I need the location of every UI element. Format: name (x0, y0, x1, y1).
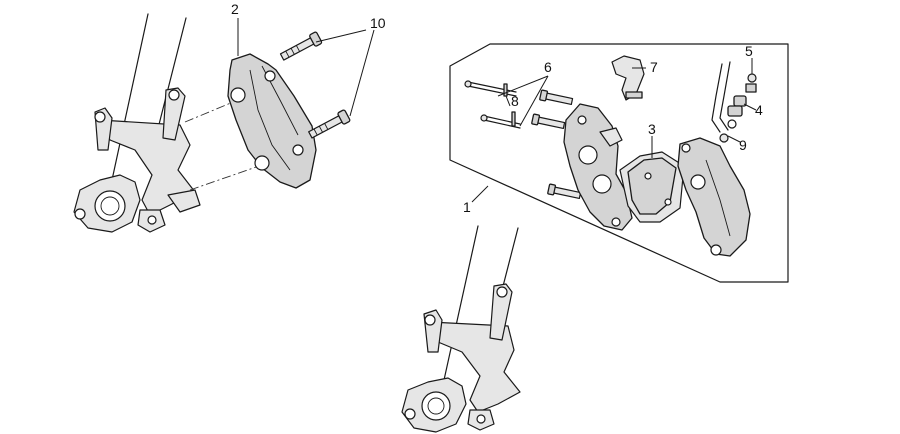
callout-5: 5 (745, 43, 753, 59)
callout-9: 9 (739, 137, 747, 153)
callout-4: 4 (755, 102, 763, 118)
caliper-outer-half (677, 137, 751, 257)
brake-pads (619, 151, 685, 223)
alignment-lines (184, 99, 263, 191)
callout-2: 2 (231, 1, 239, 17)
caliper-bolts (531, 89, 582, 200)
assembly-boundary (449, 43, 789, 283)
caliper-inner-half (563, 103, 633, 231)
callout-8: 8 (511, 93, 519, 109)
left-fork-leg (73, 13, 201, 233)
pad-spring (611, 55, 645, 101)
right-fork-leg (401, 225, 521, 433)
callout-labels: 1 2 3 4 5 6 7 8 9 10 (231, 1, 763, 215)
callout-10: 10 (370, 15, 386, 31)
brake-hose-fitting (711, 61, 757, 143)
callout-6: 6 (544, 59, 552, 75)
pad-pins (464, 80, 521, 129)
callout-3: 3 (648, 121, 656, 137)
callout-1: 1 (463, 199, 471, 215)
leader-lines (237, 18, 757, 203)
caliper-adapter-bracket (227, 53, 317, 189)
mounting-bolts (279, 31, 351, 139)
callout-7: 7 (650, 59, 658, 75)
